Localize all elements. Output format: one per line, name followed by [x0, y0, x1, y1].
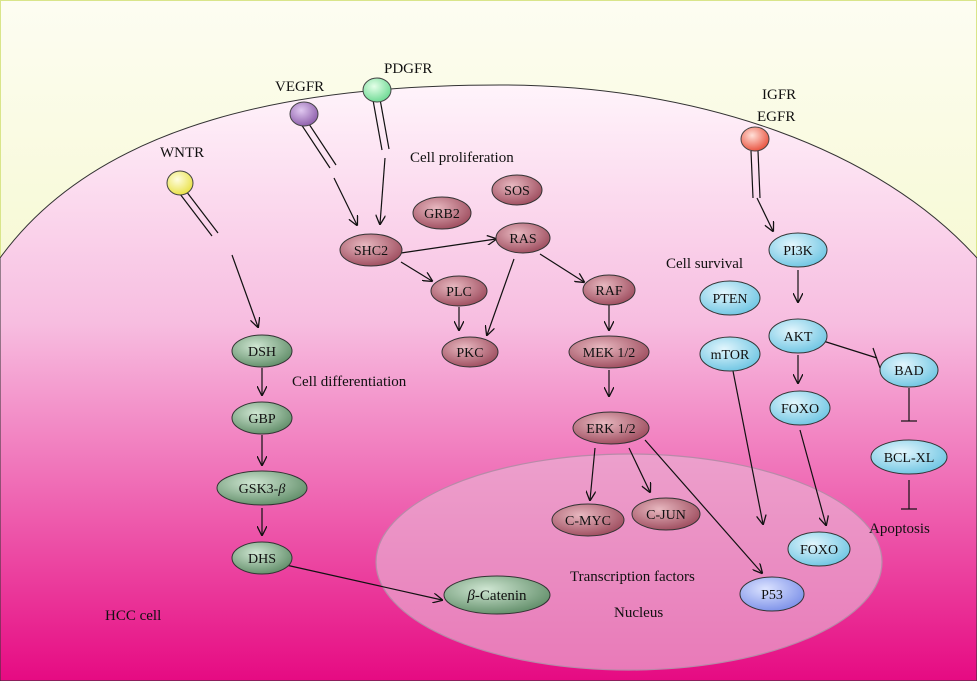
- label-igfr: IGFR: [762, 87, 796, 103]
- node-grb2: GRB2: [412, 196, 472, 230]
- node-pi3k: PI3K: [768, 232, 828, 268]
- node-shc2: SHC2: [339, 233, 403, 267]
- node-gbp: GBP: [231, 401, 293, 435]
- label-vegfr: VEGFR: [275, 79, 324, 95]
- node-p53: P53: [739, 576, 805, 612]
- receptor-wntr: [166, 170, 219, 237]
- node-erk-label: ERK 1/2: [586, 422, 635, 437]
- node-mtor: mTOR: [699, 336, 761, 372]
- receptor-vegfr: [289, 101, 337, 169]
- node-sos: SOS: [491, 174, 543, 206]
- label-egfr: EGFR: [757, 109, 795, 125]
- node-raf: RAF: [582, 274, 636, 306]
- label-cell-survival: Cell survival: [666, 256, 743, 272]
- node-dsh-label: DSH: [248, 345, 276, 360]
- node-ras-label: RAS: [509, 232, 536, 247]
- nucleus: [375, 453, 883, 671]
- node-sos-label: SOS: [504, 184, 530, 199]
- label-pdgfr: PDGFR: [384, 61, 432, 77]
- node-ras: RAS: [495, 222, 551, 254]
- node-dsh: DSH: [231, 334, 293, 368]
- label-transcription-factors: Transcription factors: [570, 569, 695, 585]
- svg-text:β-Catenin: β-Catenin: [466, 588, 527, 604]
- node-cjun-label: C-JUN: [646, 508, 686, 523]
- node-mtor-label: mTOR: [711, 348, 750, 363]
- node-p53-label: P53: [761, 588, 783, 603]
- node-plc: PLC: [430, 275, 488, 307]
- node-shc2-label: SHC2: [354, 244, 388, 259]
- node-pi3k-label: PI3K: [783, 244, 813, 259]
- node-akt-label: AKT: [784, 330, 813, 345]
- node-beta-catenin-beta: β: [466, 588, 475, 604]
- node-cmyc-label: C-MYC: [565, 514, 611, 529]
- node-dhs: DHS: [231, 541, 293, 575]
- node-foxo-label: FOXO: [781, 402, 819, 417]
- receptor-pdgfr: [362, 77, 392, 151]
- node-pkc-label: PKC: [456, 346, 483, 361]
- node-mek-label: MEK 1/2: [583, 346, 636, 361]
- node-akt: AKT: [768, 318, 828, 354]
- node-bad-label: BAD: [894, 364, 924, 379]
- node-gsk3b-label: GSK3-: [239, 482, 279, 497]
- node-plc-label: PLC: [446, 285, 472, 300]
- label-cell-proliferation: Cell proliferation: [410, 150, 514, 166]
- node-foxo-nuclear: FOXO: [787, 531, 851, 567]
- label-wntr: WNTR: [160, 145, 204, 161]
- receptor-igfr-egfr: [740, 126, 770, 199]
- node-cjun: C-JUN: [631, 497, 701, 531]
- label-nucleus: Nucleus: [614, 605, 663, 621]
- node-beta-catenin: β-Catenin: [443, 575, 551, 615]
- node-pten: PTEN: [699, 280, 761, 316]
- node-beta-catenin-label: -Catenin: [475, 588, 527, 604]
- label-cell-differentiation: Cell differentiation: [292, 374, 407, 390]
- node-dhs-label: DHS: [248, 552, 276, 567]
- label-hcc-cell: HCC cell: [105, 608, 161, 624]
- node-mek: MEK 1/2: [568, 335, 650, 369]
- node-gsk3b: GSK3-β: [216, 470, 308, 506]
- node-pkc: PKC: [441, 336, 499, 368]
- arrows: [231, 157, 917, 600]
- node-gsk3b-beta: β: [277, 482, 285, 497]
- node-bad: BAD: [879, 352, 939, 388]
- node-pten-label: PTEN: [713, 292, 748, 307]
- node-gbp-label: GBP: [248, 412, 275, 427]
- node-raf-label: RAF: [595, 284, 622, 299]
- node-erk: ERK 1/2: [572, 411, 650, 445]
- node-grb2-label: GRB2: [424, 207, 460, 222]
- node-foxo-nuclear-label: FOXO: [800, 543, 838, 558]
- node-bclxl-label: BCL-XL: [884, 451, 935, 466]
- node-cmyc: C-MYC: [551, 503, 625, 537]
- svg-text:GSK3-β: GSK3-β: [239, 482, 286, 497]
- label-apoptosis: Apoptosis: [869, 521, 930, 537]
- node-foxo: FOXO: [769, 390, 831, 426]
- node-bclxl: BCL-XL: [870, 439, 948, 475]
